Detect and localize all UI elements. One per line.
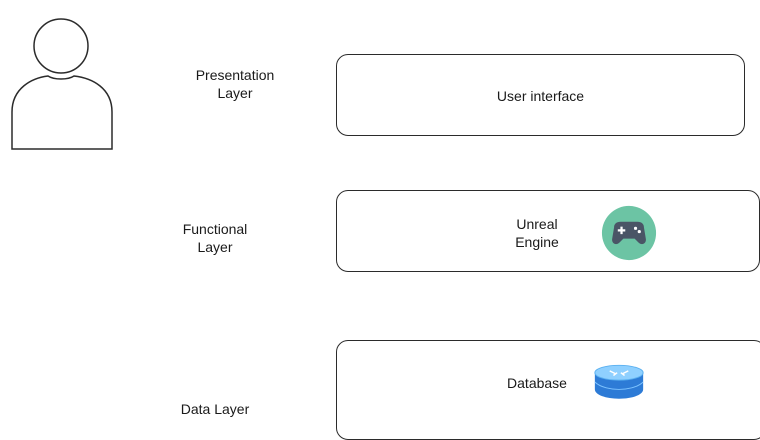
user-interface-label: User interface [496,88,585,104]
layer-label-functional: Functional Layer [182,221,248,255]
database-label: Database [507,375,567,391]
database-box: Database [336,340,760,440]
unreal-engine-label: Unreal Engine [515,216,559,250]
gamepad-icon [601,205,657,261]
unreal-engine-box: Unreal Engine [336,190,760,272]
database-router-icon [594,364,644,399]
user-interface-box: User interface [336,54,745,136]
layer-label-data: Data Layer [180,401,250,417]
user-icon [11,18,113,150]
layer-label-presentation: Presentation Layer [195,67,275,101]
